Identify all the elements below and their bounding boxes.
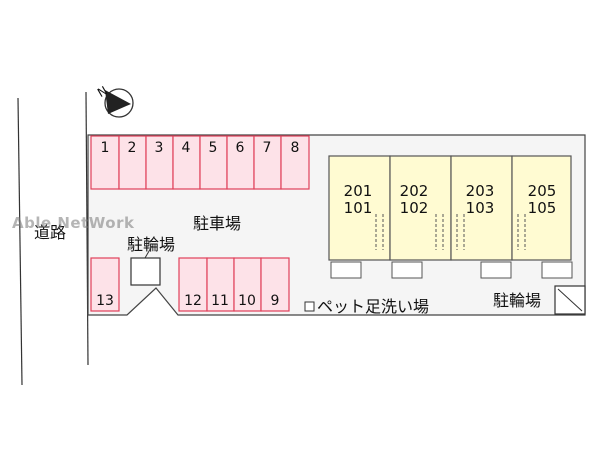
parking-number: 11 — [211, 293, 229, 309]
bicycle-parking-label-right: 駐輪場 — [493, 291, 541, 310]
unit-number-lower: 101 — [344, 199, 373, 217]
unit-block — [389, 155, 452, 261]
bicycle-parking-leader — [144, 245, 153, 259]
unit-number-upper: 201 — [344, 182, 373, 200]
parking-space — [280, 135, 310, 190]
parking-space — [199, 135, 228, 190]
parking-number: 1 — [101, 140, 110, 156]
parking-number: 3 — [155, 140, 164, 156]
parking-space — [118, 135, 147, 190]
parking-space — [90, 257, 120, 312]
bicycle-parking-left — [130, 257, 161, 286]
bicycle-parking-diagonal — [557, 288, 583, 312]
stair-outline — [375, 214, 384, 250]
parking-space — [260, 257, 290, 312]
north-arrow-icon: N — [95, 83, 134, 118]
unit-block — [511, 155, 572, 261]
unit-number-lower: 103 — [466, 199, 495, 217]
parking-number: 4 — [182, 140, 191, 156]
unit-number-upper: 205 — [528, 182, 557, 200]
unit-number-lower: 105 — [528, 199, 557, 217]
stair-outline — [435, 214, 444, 250]
porch — [330, 261, 362, 279]
building: 201 101 202 102 203 103 205 105 — [328, 155, 573, 279]
parking-space — [233, 257, 262, 312]
unit-number-upper: 203 — [466, 182, 495, 200]
unit-number-upper: 202 — [400, 182, 429, 200]
parking-space — [253, 135, 282, 190]
parking-row-bottom: 12 11 10 9 — [178, 257, 290, 312]
parking-space — [145, 135, 174, 190]
road-label: 道路 — [34, 223, 66, 242]
parking-number: 9 — [271, 293, 280, 309]
pet-wash-label: ペット足洗い場 — [317, 297, 429, 316]
parking-space — [90, 135, 120, 190]
parking-number: 5 — [209, 140, 218, 156]
parking-number: 6 — [236, 140, 245, 156]
parking-number: 7 — [263, 140, 272, 156]
unit-block — [328, 155, 391, 261]
porch — [541, 261, 573, 279]
parking-space — [172, 135, 201, 190]
parking-space — [226, 135, 255, 190]
parking-number: 8 — [291, 140, 300, 156]
road-line-left — [17, 97, 23, 386]
stair-outline — [456, 214, 465, 250]
unit-block — [450, 155, 513, 261]
stair-outline — [517, 214, 526, 250]
unit-number-lower: 102 — [400, 199, 429, 217]
watermark-logo: Able NetWork — [12, 214, 135, 232]
parking-number: 13 — [96, 293, 114, 309]
parking-number: 2 — [128, 140, 137, 156]
parking-row-top: 1 2 3 4 5 6 7 8 — [90, 135, 310, 190]
porch — [480, 261, 512, 279]
parking-number: 10 — [238, 293, 256, 309]
parking-area-label: 駐車場 — [193, 214, 241, 233]
pet-wash-marker — [304, 301, 315, 312]
bicycle-parking-label-left: 駐輪場 — [127, 235, 175, 254]
porch — [391, 261, 423, 279]
parking-number: 12 — [184, 293, 202, 309]
road-line-right — [85, 91, 89, 366]
parking-space — [178, 257, 208, 312]
